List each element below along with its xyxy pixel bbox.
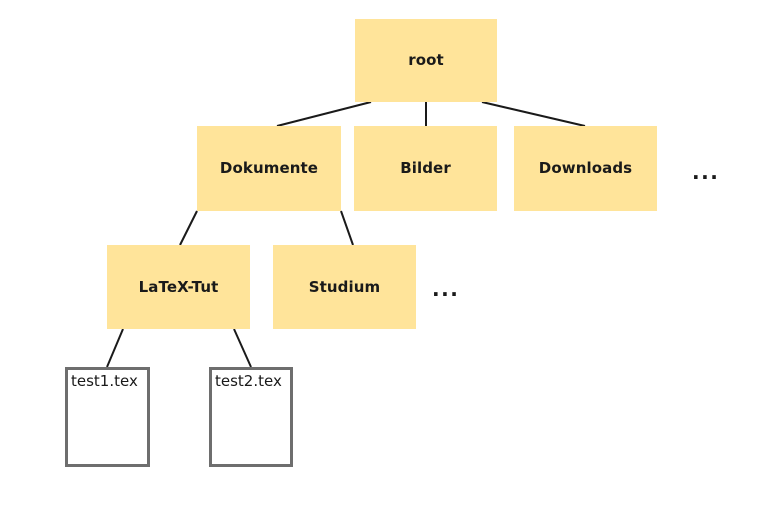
ellipsis-level2: ... [692, 160, 720, 184]
edge-latex-tut-to-test2 [233, 328, 252, 368]
node-label: LaTeX-Tut [138, 277, 219, 296]
node-label: Bilder [400, 159, 451, 178]
folder-node-downloads[interactable]: Downloads [514, 126, 657, 211]
folder-node-dokumente[interactable]: Dokumente [197, 126, 341, 211]
ellipsis-level3: ... [432, 277, 460, 301]
edge-root-to-dokumente [276, 101, 372, 127]
node-label: Dokumente [219, 159, 319, 178]
edge-latex-tut-to-test1 [106, 328, 124, 368]
file-node-test2[interactable]: test2.tex [209, 367, 293, 467]
edge-root-to-downloads [481, 101, 586, 127]
folder-node-bilder[interactable]: Bilder [354, 126, 497, 211]
folder-node-latex-tut[interactable]: LaTeX-Tut [107, 245, 250, 329]
node-label: root [408, 51, 444, 70]
node-label: Downloads [538, 159, 633, 178]
folder-node-root[interactable]: root [355, 19, 497, 102]
edge-dokumente-to-latex-tut [179, 210, 198, 246]
file-node-test1[interactable]: test1.tex [65, 367, 150, 467]
folder-node-studium[interactable]: Studium [273, 245, 416, 329]
node-label: Studium [308, 277, 381, 296]
node-label: test1.tex [71, 372, 138, 390]
edge-dokumente-to-studium [340, 210, 354, 246]
node-label: test2.tex [215, 372, 282, 390]
